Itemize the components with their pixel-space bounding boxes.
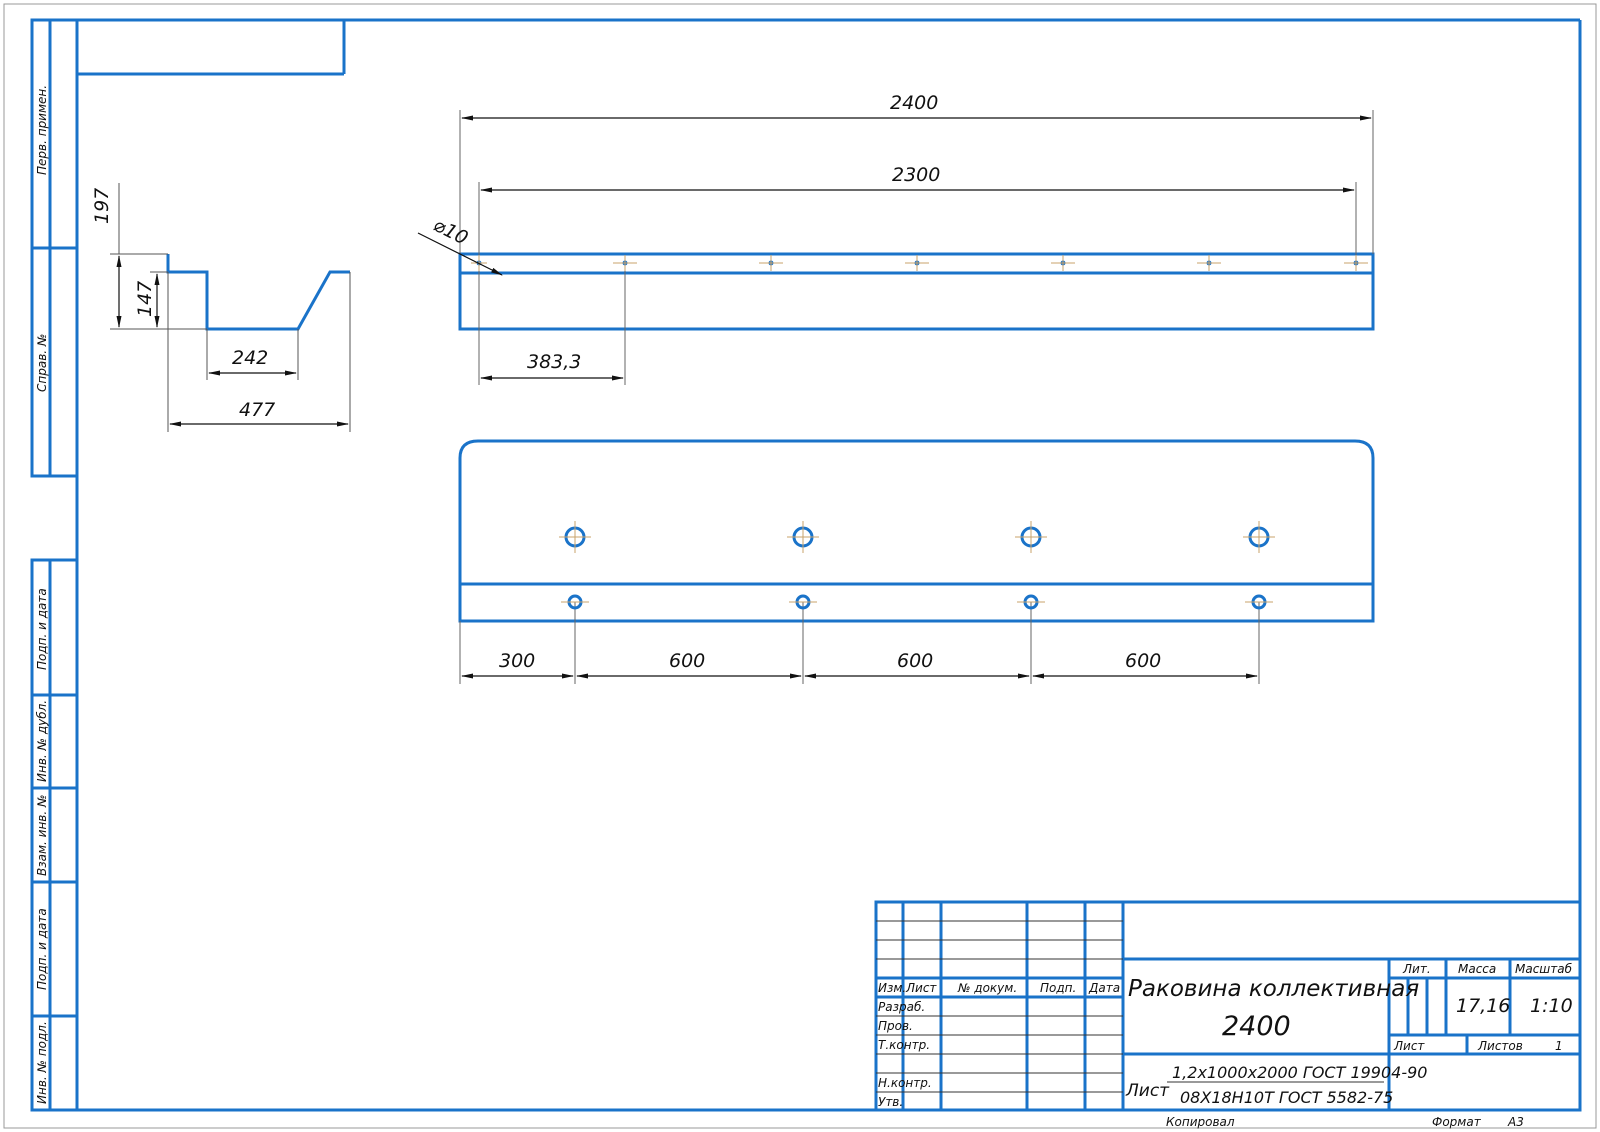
footer-copied: Копировал	[1166, 1115, 1235, 1129]
front-body	[458, 252, 1375, 331]
dim-hole-dia: ⌀10	[430, 214, 472, 250]
plan-outline	[458, 439, 1375, 623]
tb-header-dokum: № докум.	[957, 981, 1017, 995]
dim-600-b: 600	[897, 650, 933, 672]
front-holes	[471, 255, 1368, 271]
front-hole	[613, 255, 637, 271]
plan-hole-small	[561, 594, 589, 610]
tb-sheet-label: Лист	[1393, 1039, 1425, 1053]
main-frame	[75, 18, 1582, 1112]
tb-role-tkontr: Т.контр.	[878, 1038, 930, 1052]
side-label-podp-2: Подп. и дата	[35, 908, 49, 990]
plan-hole-large	[787, 521, 819, 553]
profile-outline	[166, 254, 350, 331]
profile-view: 197 147 242 477	[91, 183, 351, 432]
plan-view: 300 600 600 600	[458, 439, 1375, 684]
tb-material-top: 1,2х1000х2000 ГОСТ 19904-90	[1172, 1063, 1427, 1082]
dim-197: 197	[91, 188, 113, 224]
dim-477: 477	[239, 399, 275, 421]
plan-holes-large	[559, 521, 1275, 553]
dim-383-3: 383,3	[527, 351, 581, 373]
dim-2300: 2300	[892, 164, 940, 186]
tb-sheets-label: Листов	[1477, 1039, 1523, 1053]
side-label-podp-1: Подп. и дата	[35, 588, 49, 670]
side-label-inv-podl: Инв. № подл.	[35, 1021, 49, 1104]
tb-role-razrab: Разраб.	[878, 1000, 925, 1014]
dim-242: 242	[232, 347, 268, 369]
tb-mass-value: 17,16	[1456, 995, 1510, 1017]
dim-600-c: 600	[1125, 650, 1161, 672]
dim-2400: 2400	[890, 92, 938, 114]
tb-header-list: Лист	[905, 981, 937, 995]
plan-hole-large	[1015, 521, 1047, 553]
dim-300: 300	[499, 650, 535, 672]
side-labels: Перв. примен. Справ. № Подп. и дата Инв.…	[35, 85, 49, 1104]
tb-material-prefix: Лист	[1125, 1081, 1170, 1101]
tb-scale-label: Масштаб	[1515, 962, 1573, 976]
tb-role-nkontr: Н.контр.	[878, 1076, 932, 1090]
front-hole	[759, 255, 783, 271]
plan-holes-small	[561, 594, 1273, 610]
front-hole	[1344, 255, 1368, 271]
tb-title-line2: 2400	[1222, 1011, 1291, 1042]
title-block: Изм. Лист № докум. Подп. Дата Разраб. Пр…	[874, 900, 1582, 1112]
plan-hole-large	[1243, 521, 1275, 553]
front-hole	[1197, 255, 1221, 271]
dim-147: 147	[134, 281, 156, 317]
plan-hole-small	[789, 594, 817, 610]
side-label-perv: Перв. примен.	[35, 85, 49, 175]
plan-hole-small	[1017, 594, 1045, 610]
leader-hole-dia	[417, 232, 503, 276]
front-hole	[1051, 255, 1075, 271]
tb-header-podp: Подп.	[1040, 981, 1076, 995]
plan-hole-small	[1245, 594, 1273, 610]
sheet-outer-border	[3, 3, 1597, 1129]
side-label-vzam: Взам. инв. №	[35, 795, 49, 876]
tb-header-izm: Изм.	[878, 981, 906, 995]
tb-title-line1: Раковина коллективная	[1128, 976, 1419, 1002]
tb-mass-label: Масса	[1458, 962, 1496, 976]
plan-hole-large	[559, 521, 591, 553]
tb-lit-label: Лит.	[1402, 962, 1431, 976]
footer-format-label: Формат	[1432, 1115, 1482, 1129]
tb-role-utv: Утв.	[878, 1095, 903, 1109]
front-view: 2400 2300 ⌀10 383,3	[417, 92, 1375, 385]
tb-sheets-value: 1	[1555, 1039, 1563, 1053]
tb-material-bottom: 08Х18Н10Т ГОСТ 5582-75	[1180, 1088, 1393, 1107]
tb-header-data: Дата	[1088, 981, 1120, 995]
side-label-inv-dubl: Инв. № дубл.	[35, 700, 49, 782]
dim-600-a: 600	[669, 650, 705, 672]
tb-scale-value: 1:10	[1530, 995, 1573, 1017]
tb-role-prov: Пров.	[878, 1019, 913, 1033]
footer-format-value: А3	[1507, 1115, 1524, 1129]
side-label-sprav: Справ. №	[35, 334, 49, 392]
side-strip	[30, 18, 79, 1112]
front-hole	[905, 255, 929, 271]
